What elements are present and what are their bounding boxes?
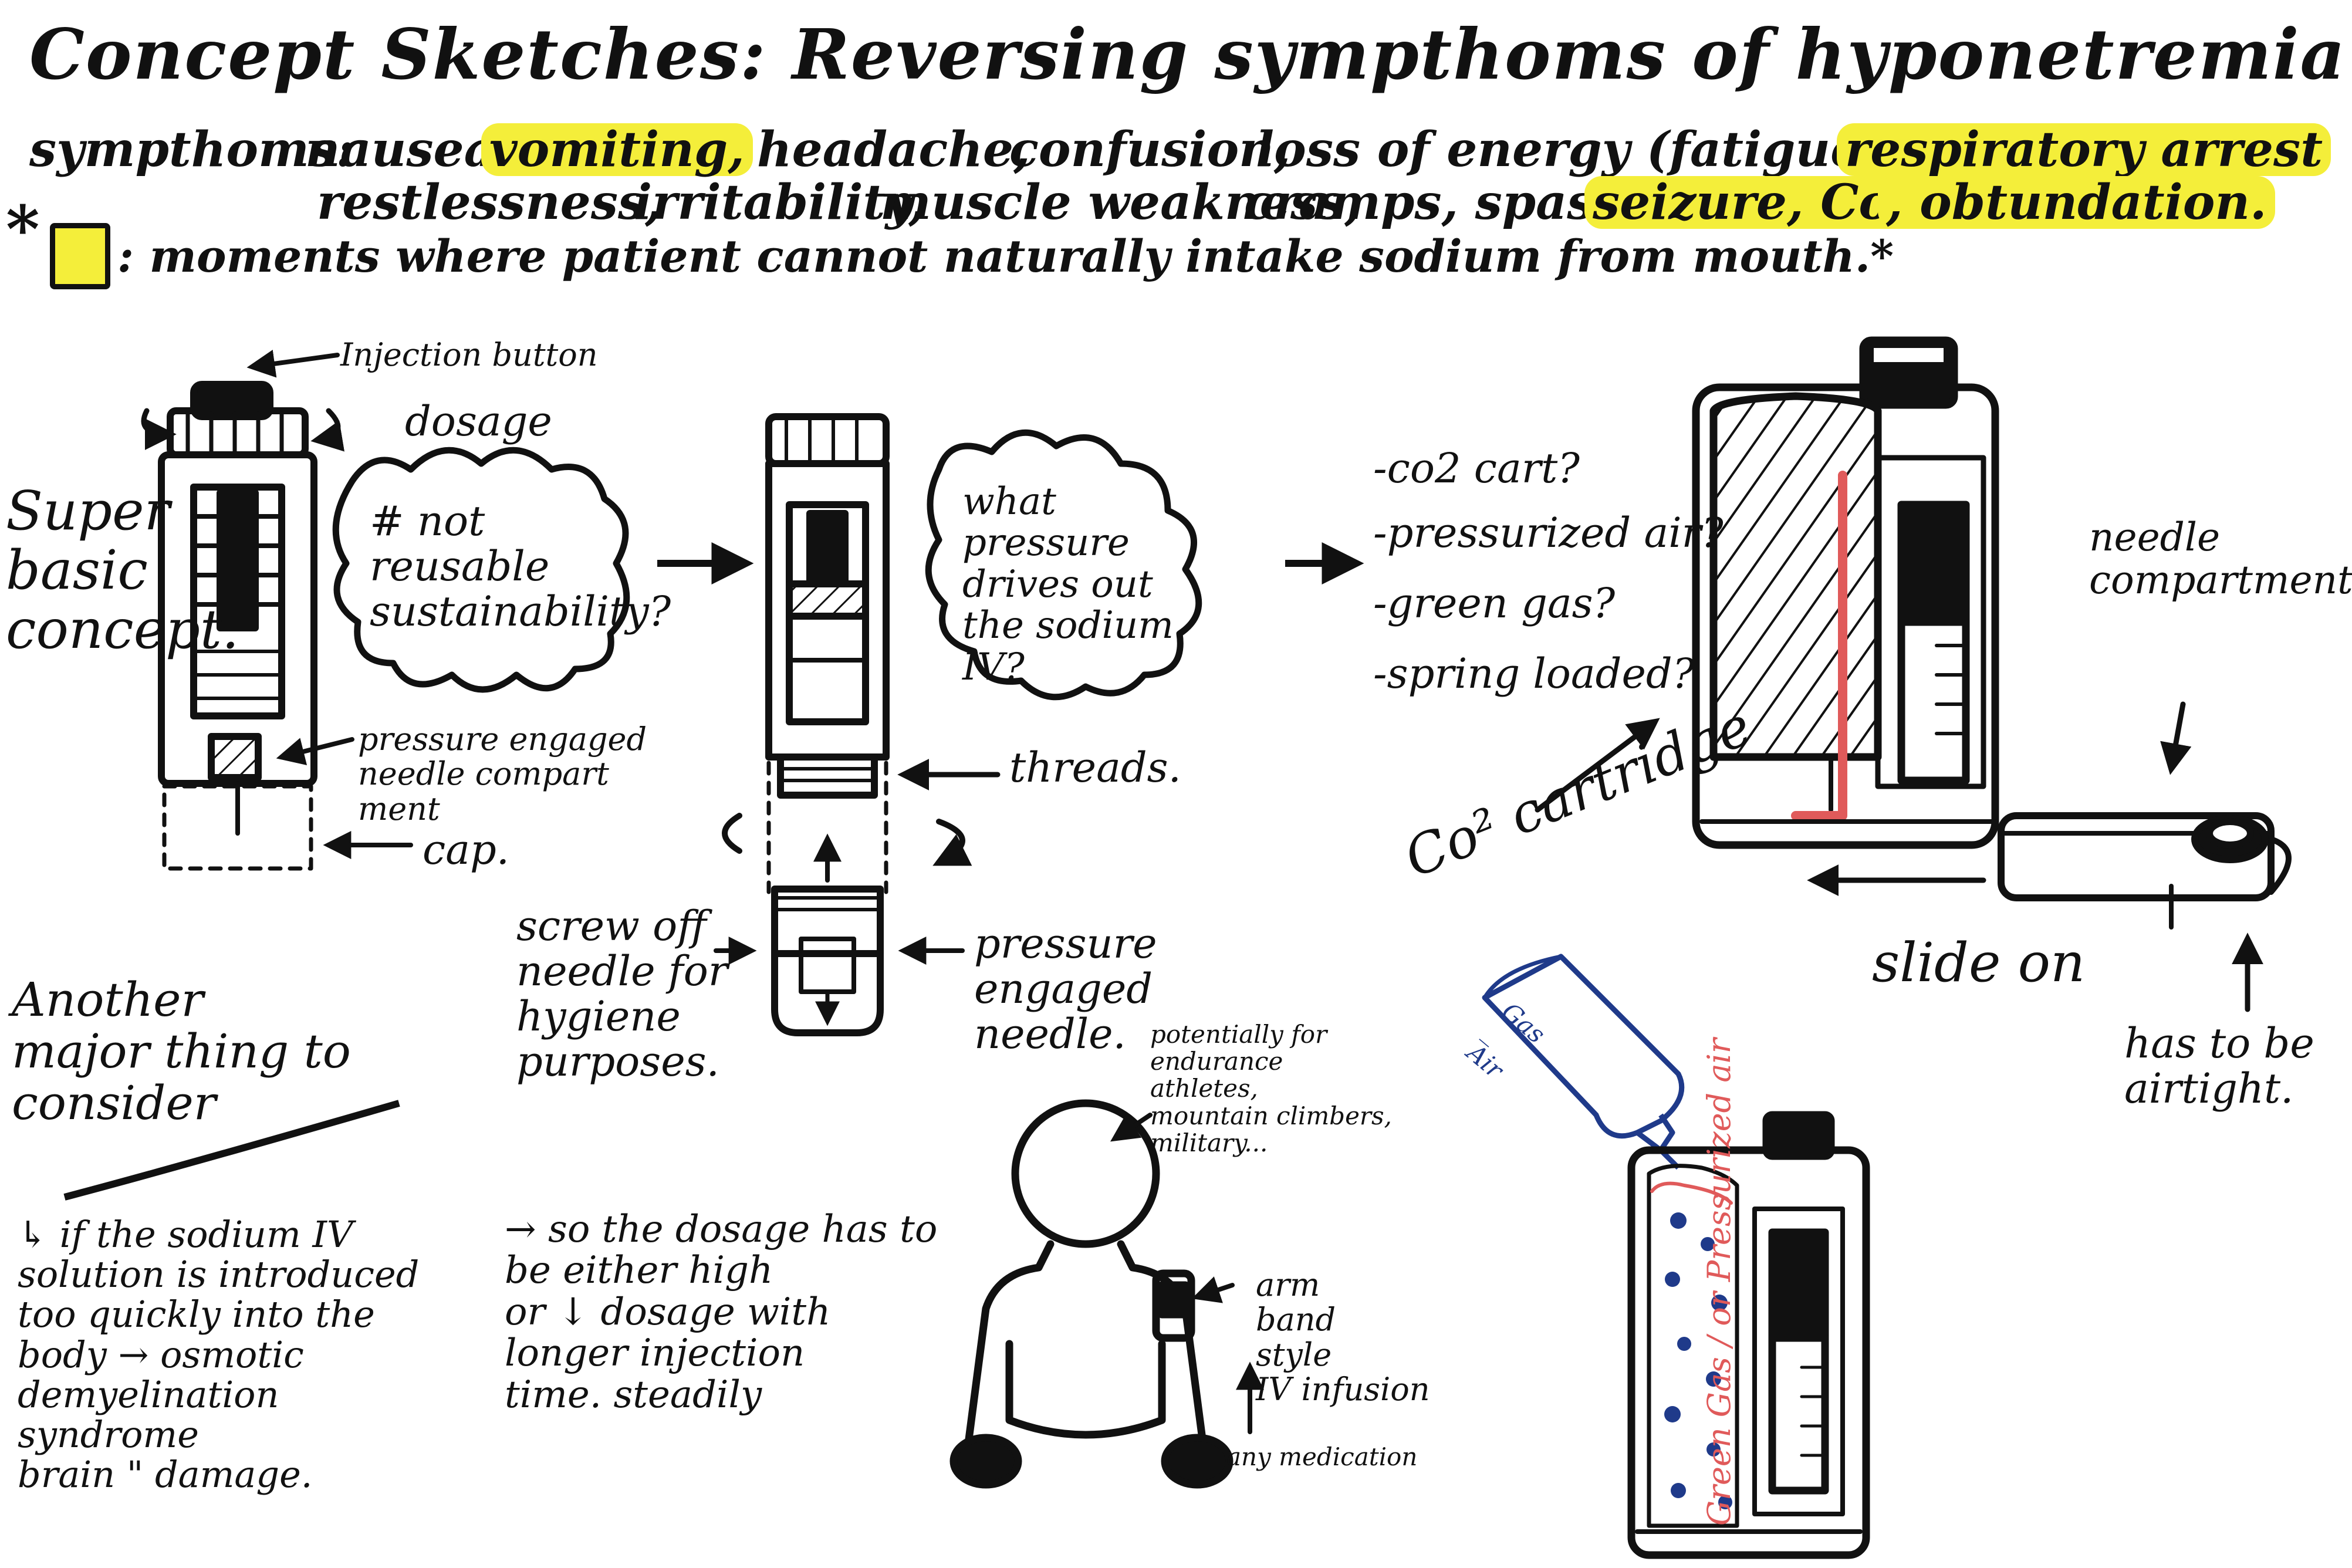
dosage-label: dosage — [405, 397, 552, 445]
thought-what-pressure: what pressure drives out the sodium IV? — [962, 480, 1174, 689]
symptom-respiratory-arrest: respiratory arrest — [1837, 123, 2331, 176]
option-co2: -co2 cart? — [1373, 444, 1580, 492]
highlight-legend-swatch — [50, 223, 110, 289]
airtight-label: has to be airtight. — [2124, 1019, 2314, 1113]
legend-asterisk: * — [6, 191, 40, 267]
green-gas-body-label: Green Gas / or Pressurized air — [1701, 1038, 1738, 1526]
consider-underline — [63, 1100, 400, 1201]
concept1-pen — [141, 349, 413, 871]
target-users-label: potentially for endurance athletes, moun… — [1150, 1020, 1392, 1157]
legend-text: : moments where patient cannot naturally… — [117, 230, 1894, 282]
another-thing-to-consider: Another major thing to consider — [12, 972, 351, 1130]
any-medication-label: any medication — [1226, 1442, 1418, 1471]
symptom-obtundation: , obtundation. — [1878, 176, 2275, 229]
injection-button-label: Injection button — [340, 336, 598, 373]
osmotic-demyelination-note: ↳ if the sodium IV solution is introduce… — [18, 1213, 420, 1496]
symptom-fatigue: loss of energy (fatigue), — [1256, 121, 1901, 178]
symptom-confusion: confusion, — [1009, 121, 1291, 178]
symptom-irritability: irritability, — [634, 174, 925, 231]
concept3-device-filled — [1627, 1111, 1870, 1559]
cap-label: cap. — [423, 826, 509, 874]
page-title: Concept Sketches: Reversing sympthoms of… — [29, 13, 2346, 95]
thought-bubble-2 — [925, 429, 1202, 701]
symptom-nausea: nausea — [305, 121, 495, 178]
dosage-note: → so the dosage has to be either high or… — [505, 1208, 938, 1417]
thought-bubble-1 — [332, 447, 630, 693]
needle-compartment-sketch — [1535, 701, 2292, 1012]
option-pressurized-air: -pressurized air? — [1373, 509, 1724, 557]
thought-not-reusable: # not reusable sustainability? — [370, 497, 671, 636]
person-sketch — [949, 1099, 1264, 1489]
option-green-gas: -green gas? — [1373, 579, 1616, 627]
gas-particles — [1664, 1212, 1732, 1509]
slide-on-label: slide on — [1872, 931, 2086, 994]
super-basic-concept-label: Super basic concept. — [6, 479, 239, 661]
symptom-headache: headache, — [757, 121, 1030, 178]
needle-compartment-label: needle compartment. — [2089, 515, 2352, 603]
symptoms-label: sympthoms: — [29, 121, 354, 178]
threads-label: threads. — [1009, 744, 1181, 792]
symptom-muscle-weakness: muscle weakness, — [880, 174, 1361, 231]
pressure-engaged-needle-label: pressure engaged needle compart ment — [358, 721, 647, 827]
symptom-vomiting: vomiting, — [481, 123, 753, 176]
concept3-device — [1692, 336, 1999, 849]
symptom-restlessness: restlessness, — [317, 174, 662, 231]
screw-off-needle-label: screw off needle for hygiene purposes. — [516, 902, 728, 1086]
pressure-engaged-needle-label-2: pressure engaged needle. — [974, 920, 1157, 1058]
concept2-pen — [714, 413, 1001, 1036]
option-spring-loaded: -spring loaded? — [1373, 650, 1695, 698]
arm-band-label: arm band style IV infusion — [1256, 1266, 1430, 1408]
